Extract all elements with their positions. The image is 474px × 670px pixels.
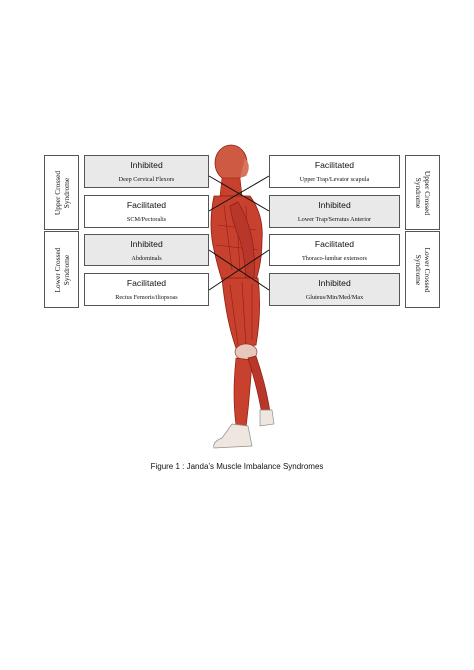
human-muscle-figure: [210, 144, 275, 449]
left-box-facilitated-lower: Facilitated Rectus Femoris/iliopsoas: [84, 273, 209, 306]
box-muscle: Deep Cervical Flexors: [118, 176, 175, 183]
box-muscle: Abdominals: [131, 255, 162, 262]
box-muscle: Lower Trap/Serratus Anterior: [297, 216, 372, 223]
thigh-striations: [229, 281, 253, 347]
box-muscle: Gluteus/Min/Med/Max: [305, 294, 364, 301]
box-title: Inhibited: [318, 200, 351, 210]
lower-crossed-label-right: Lower Crossed Syndrome: [405, 231, 440, 308]
back-foot-shape: [213, 423, 253, 449]
front-leg-shape: [247, 355, 271, 416]
box-muscle: Thoraco-lumbar extensors: [301, 255, 368, 262]
upper-crossed-label-left: Upper Crossed Syndrome: [44, 155, 79, 230]
thigh-shape: [221, 277, 260, 349]
box-title: Facilitated: [126, 200, 167, 210]
box-muscle: Upper Trap/Levator scapula: [299, 176, 370, 183]
upper-cross-line-2: [208, 175, 270, 212]
right-box-facilitated-lower: Facilitated Thoraco-lumbar extensors: [269, 234, 400, 266]
box-muscle: Rectus Femoris/iliopsoas: [115, 294, 178, 301]
box-title: Facilitated: [126, 278, 167, 288]
box-title: Inhibited: [318, 278, 351, 288]
back-leg-shape: [233, 357, 253, 429]
box-muscle: SCM/Pectoralis: [126, 216, 167, 223]
face-shape: [240, 158, 249, 178]
figure-caption: Figure 1 : Janda’s Muscle Imbalance Synd…: [150, 462, 324, 471]
front-foot-shape: [259, 409, 275, 427]
right-box-facilitated-upper: Facilitated Upper Trap/Levator scapula: [269, 155, 400, 188]
right-box-inhibited-lower: Inhibited Gluteus/Min/Med/Max: [269, 273, 400, 306]
right-box-inhibited-upper: Inhibited Lower Trap/Serratus Anterior: [269, 195, 400, 228]
left-box-inhibited-lower: Inhibited Abdominals: [84, 234, 209, 266]
box-title: Inhibited: [130, 239, 163, 249]
box-title: Facilitated: [314, 160, 355, 170]
box-title: Inhibited: [130, 160, 163, 170]
box-title: Facilitated: [314, 239, 355, 249]
crossed-syndrome-lines: [208, 175, 270, 291]
left-box-inhibited-upper: Inhibited Deep Cervical Flexors: [84, 155, 209, 188]
left-box-facilitated-upper: Facilitated SCM/Pectoralis: [84, 195, 209, 228]
upper-crossed-label-right: Upper Crossed Syndrome: [405, 155, 440, 230]
lower-crossed-label-left: Lower Crossed Syndrome: [44, 231, 79, 308]
lower-cross-line-2: [208, 249, 270, 291]
